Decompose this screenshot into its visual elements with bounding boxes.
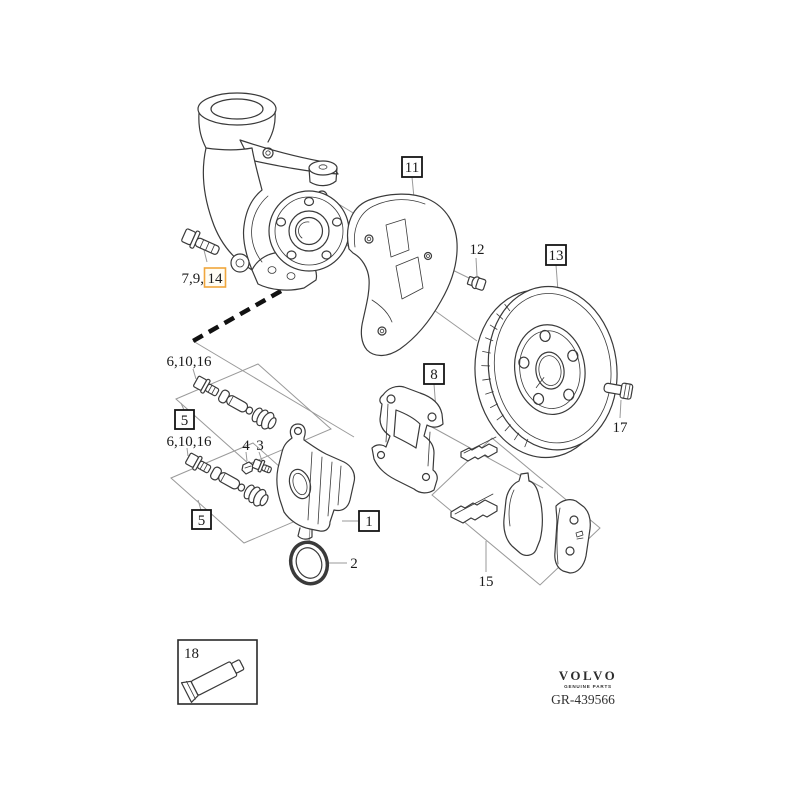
branding: VOLVO GENUINE PARTS GR-439566 — [551, 668, 617, 707]
hub-bolt — [181, 228, 220, 255]
bleed-screw-part — [251, 458, 272, 474]
callout-13-box[interactable] — [545, 244, 567, 266]
callout-5-upper[interactable]: 5 — [181, 413, 189, 429]
grease-tube — [180, 659, 245, 703]
cap-part — [241, 461, 254, 475]
drawing-number: GR-439566 — [551, 692, 615, 707]
pad-clip-upper — [460, 443, 498, 462]
callout-11[interactable]: 11 — [405, 160, 419, 176]
callout-13[interactable]: 13 — [549, 248, 564, 264]
callout-1-box[interactable] — [358, 510, 380, 532]
disc-screw — [603, 382, 634, 400]
inner-pad — [503, 472, 543, 556]
removal-direction-dashed-line — [191, 289, 283, 343]
callout-5-lower[interactable]: 5 — [198, 513, 206, 529]
brake-pads-kit — [450, 436, 591, 574]
guide-kit-upper-outline — [175, 363, 332, 465]
callout-15[interactable]: 15 — [479, 574, 494, 590]
callout-8-box[interactable] — [423, 363, 445, 385]
callout-17[interactable]: 17 — [613, 420, 629, 436]
brake-caliper — [276, 423, 356, 540]
callout-3[interactable]: 3 — [256, 438, 264, 454]
guide-pin-set-lower — [185, 452, 269, 507]
callout-7-9-14[interactable]: 7,9, — [182, 271, 205, 287]
callout-6-10-16-upper[interactable]: 6,10,16 — [167, 354, 213, 370]
guide-pin-set-upper — [193, 375, 277, 430]
callout-5-lower-box[interactable] — [191, 509, 212, 530]
outer-pad — [554, 499, 591, 574]
genuine-parts-tagline: GENUINE PARTS — [564, 684, 612, 689]
splash-shield — [346, 193, 458, 357]
pad-clip-lower — [450, 499, 498, 524]
callout-5-upper-box[interactable] — [174, 409, 195, 430]
callout-4[interactable]: 4 — [242, 438, 250, 454]
piston-seal — [288, 540, 330, 586]
callouts: 7,9, 14 11 12 13 17 8 6,10,16 5 6,10,16 … — [167, 156, 629, 662]
callout-12[interactable]: 12 — [470, 242, 485, 258]
callout-2[interactable]: 2 — [350, 556, 358, 572]
callout-1[interactable]: 1 — [365, 514, 373, 530]
brake-disc — [474, 285, 618, 459]
callout-14-highlight-box[interactable] — [203, 267, 227, 288]
steering-knuckle — [197, 92, 350, 291]
callout-14[interactable]: 14 — [208, 271, 224, 287]
disc-vent-slots — [481, 303, 529, 448]
callout-11-box[interactable] — [401, 156, 423, 178]
grease-tube-box — [177, 639, 258, 705]
callout-8[interactable]: 8 — [430, 367, 438, 383]
callout-6-10-16-lower[interactable]: 6,10,16 — [167, 434, 213, 450]
callout-18[interactable]: 18 — [184, 646, 199, 662]
shield-screw — [466, 276, 487, 291]
caliper-bracket — [371, 385, 444, 494]
volvo-wordmark: VOLVO — [559, 668, 617, 683]
